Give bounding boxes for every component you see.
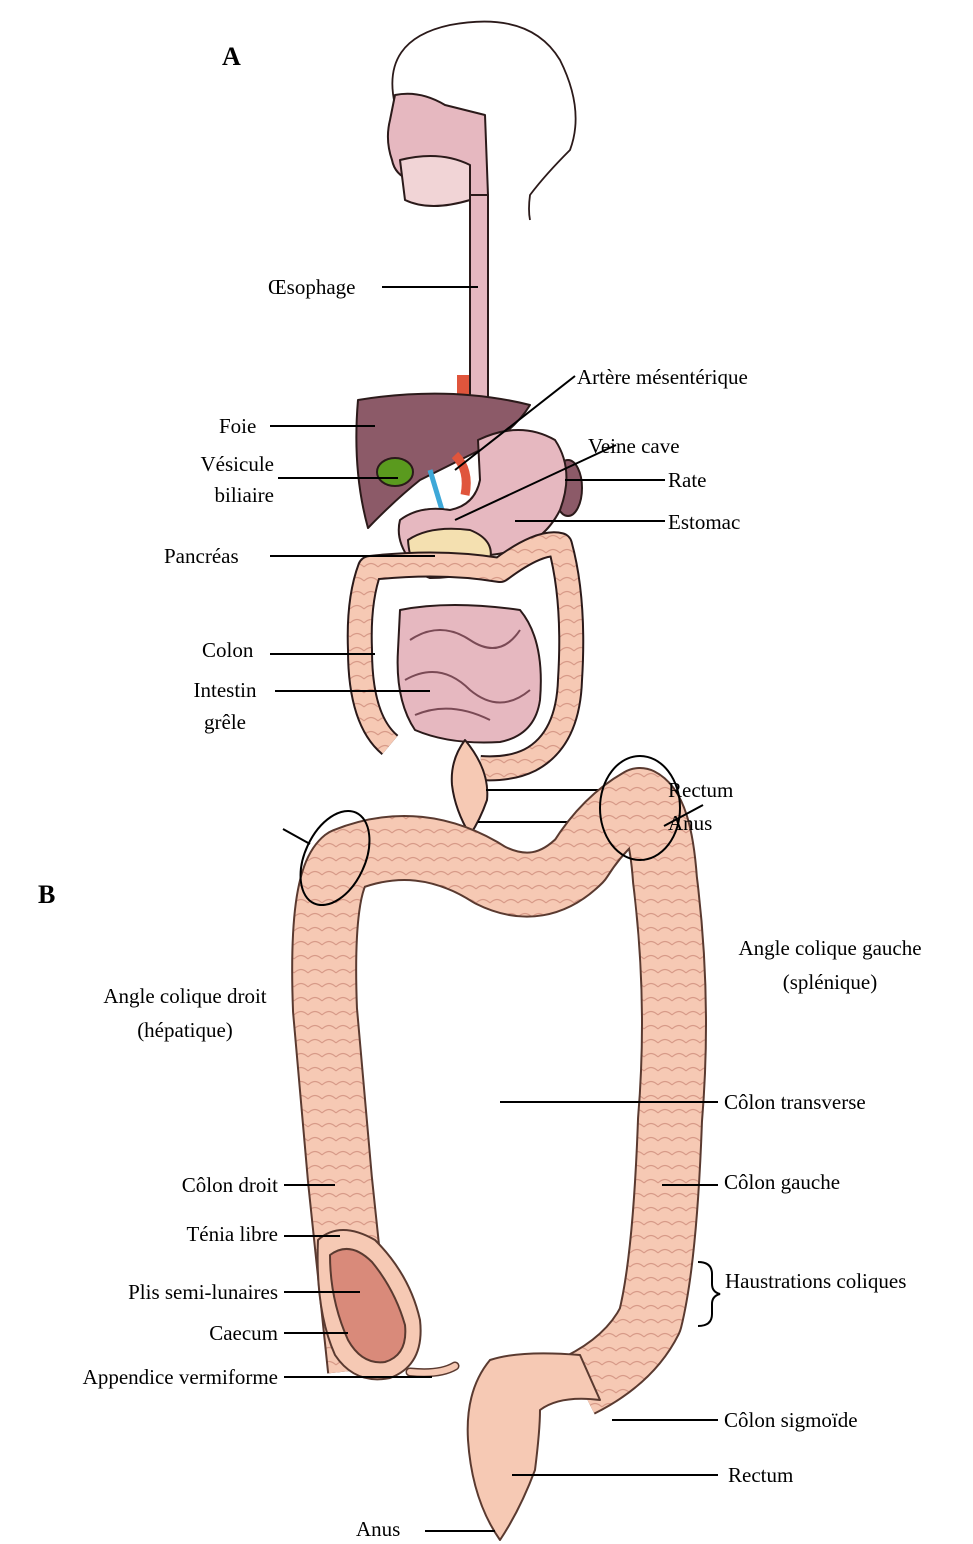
label-haustrations: Haustrations coliques	[725, 1268, 906, 1294]
label-angle-droit-1: Angle colique droit	[60, 983, 310, 1009]
label-colon-gauche: Côlon gauche	[724, 1169, 840, 1195]
label-plis-semi-lunaires: Plis semi-lunaires	[20, 1279, 278, 1305]
label-pancreas: Pancréas	[164, 543, 239, 569]
label-rectum-a: Rectum	[668, 777, 733, 803]
panel-a-illustration	[356, 22, 582, 835]
label-rectum-b: Rectum	[728, 1462, 793, 1488]
label-colon-transverse: Côlon transverse	[724, 1089, 866, 1115]
rectum-b	[468, 1353, 600, 1540]
label-angle-gauche-1: Angle colique gauche	[700, 935, 960, 961]
mouth	[400, 156, 470, 206]
label-tenia-libre: Ténia libre	[60, 1221, 278, 1247]
label-biliaire: biliaire	[180, 482, 274, 508]
label-colon-sigmoide: Côlon sigmoïde	[724, 1407, 858, 1433]
artery	[455, 455, 466, 495]
gallbladder	[377, 458, 413, 486]
panel-label-a: A	[222, 42, 241, 72]
label-oesophage: Œsophage	[268, 274, 356, 300]
label-vesicule: Vésicule	[180, 451, 274, 477]
label-rate: Rate	[668, 467, 706, 493]
label-angle-droit-2: (hépatique)	[60, 1017, 310, 1043]
label-caecum: Caecum	[60, 1320, 278, 1346]
label-foie: Foie	[219, 413, 256, 439]
label-artere-mesenterique: Artère mésentérique	[577, 364, 748, 390]
label-anus-a: Anus	[668, 810, 712, 836]
label-colon-a: Colon	[202, 637, 253, 663]
panel-b-illustration	[287, 756, 680, 1540]
label-anus-b: Anus	[356, 1516, 400, 1542]
rectum-a	[452, 740, 488, 835]
label-intestin: Intestin	[180, 677, 270, 703]
label-appendice: Appendice vermiforme	[0, 1364, 278, 1390]
label-grele: grêle	[180, 709, 270, 735]
label-estomac: Estomac	[668, 509, 740, 535]
label-veine-cave: Veine cave	[588, 433, 680, 459]
label-angle-gauche-2: (splénique)	[700, 969, 960, 995]
panel-label-b: B	[38, 880, 55, 910]
label-colon-droit: Côlon droit	[60, 1172, 278, 1198]
esophagus	[470, 195, 488, 420]
